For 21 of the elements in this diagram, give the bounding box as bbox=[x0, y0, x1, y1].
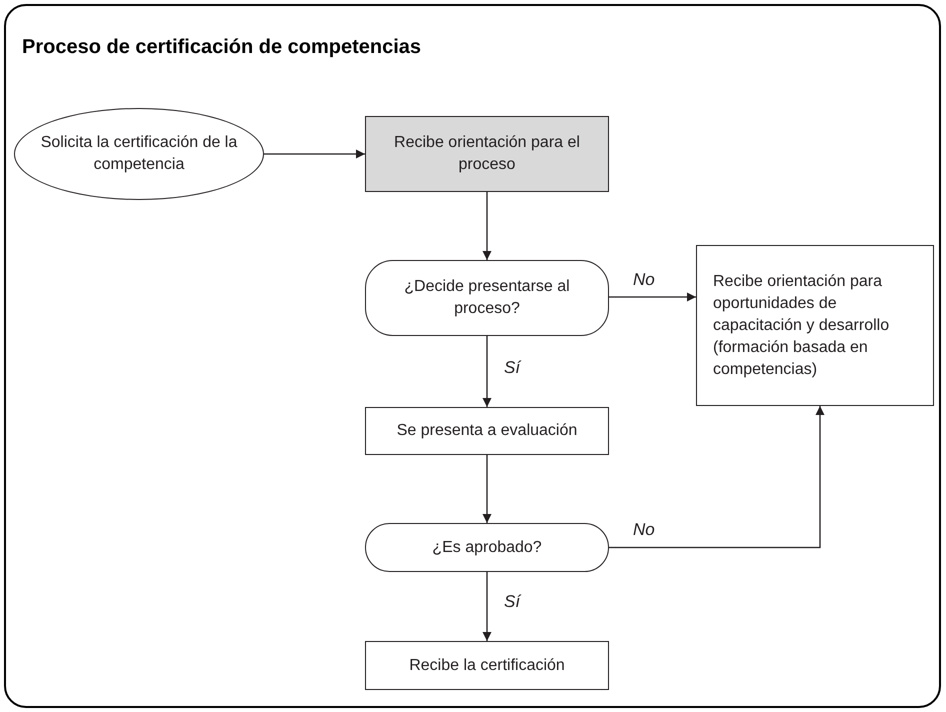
arrow bbox=[264, 150, 365, 158]
node-text: ¿Es aprobado? bbox=[431, 538, 543, 558]
node-text: Se presenta a evaluación bbox=[396, 421, 578, 441]
node-text: Solicita la certificación de la competencia bbox=[40, 133, 238, 175]
title: Proceso de certificación de competencias bbox=[22, 35, 422, 60]
node-text: Recibe la certificación bbox=[408, 656, 566, 676]
process-box bbox=[365, 116, 609, 192]
arrow bbox=[482, 192, 492, 260]
decision-box bbox=[365, 523, 609, 572]
arrow bbox=[609, 406, 824, 548]
arrow bbox=[482, 455, 492, 523]
arrow bbox=[609, 292, 696, 302]
node-text: Recibe orientación para el proceso bbox=[393, 133, 581, 175]
arrow bbox=[482, 336, 492, 407]
node-text: Recibe orientación para oportunidades de capacitación y desarrollo (formación basada en competencias) bbox=[713, 272, 890, 380]
node-text: ¿Decide presentarse al proceso? bbox=[403, 277, 571, 319]
process-box bbox=[365, 407, 609, 455]
decision-box bbox=[365, 260, 609, 336]
arrow bbox=[482, 572, 492, 641]
process-box bbox=[696, 245, 934, 406]
process-box bbox=[365, 641, 609, 690]
